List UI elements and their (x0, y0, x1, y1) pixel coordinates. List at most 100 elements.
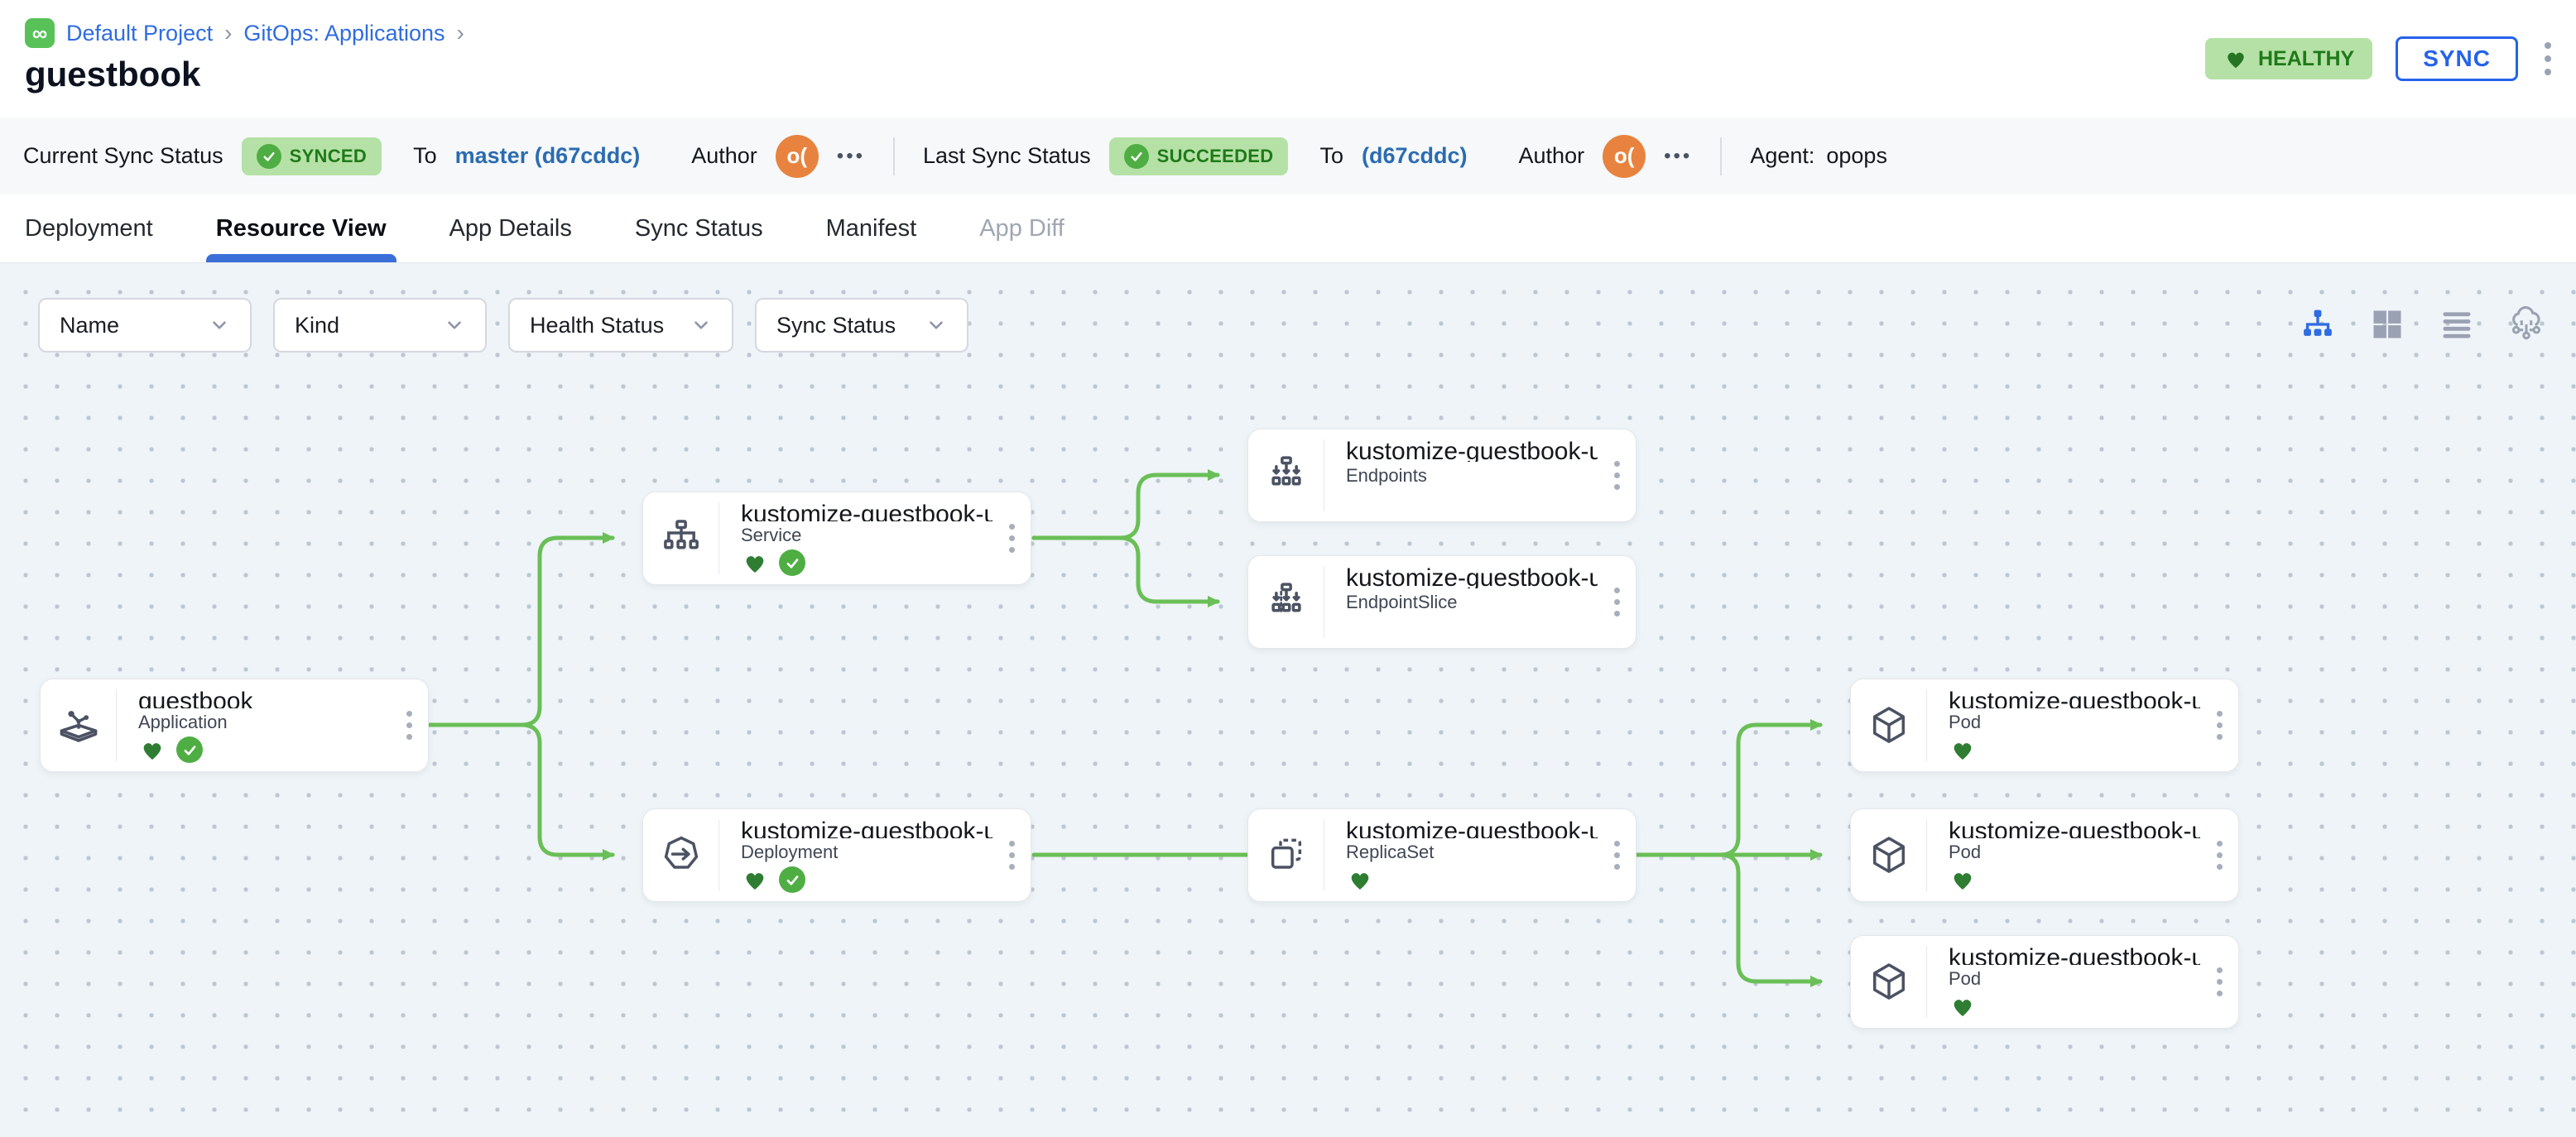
tab-resource-view[interactable]: Resource View (205, 194, 396, 262)
divider (1720, 137, 1723, 175)
node-kebab-menu-icon[interactable] (1598, 429, 1636, 521)
last-commit-link[interactable]: (d67cddc) (1362, 143, 1468, 168)
breadcrumb-project-link[interactable]: Default Project (66, 20, 214, 46)
pod-icon (1851, 689, 1927, 761)
tab-deployment[interactable]: Deployment (25, 214, 153, 242)
node-kebab-menu-icon[interactable] (992, 809, 1031, 901)
synced-check-icon (779, 549, 805, 576)
author-label: Author (1518, 143, 1585, 168)
node-kebab-menu-icon[interactable] (390, 679, 428, 771)
node-kind: EndpointSlice (1346, 591, 1458, 612)
node-endpointslice[interactable]: kustomize-guestbook-ui-... EndpointSlice (1247, 555, 1636, 649)
heart-icon (2228, 52, 2244, 69)
node-kebab-menu-icon[interactable] (2200, 809, 2238, 901)
endpointslice-icon (1248, 566, 1324, 638)
tree-view-icon[interactable] (2298, 305, 2338, 344)
synced-check-icon (176, 736, 203, 763)
agent-label: Agent: (1750, 143, 1815, 168)
breadcrumb-section-link[interactable]: GitOps: Applications (243, 20, 445, 46)
node-kind: ReplicaSet (1346, 842, 1435, 862)
service-icon (643, 502, 719, 574)
node-kind: Pod (1949, 968, 1982, 989)
tabs-bar: Deployment Resource View App Details Syn… (0, 194, 2576, 263)
filter-bar: Name Kind Health Status Sync Status (38, 298, 968, 353)
healthy-heart-icon (143, 743, 161, 760)
breadcrumb-separator: › (224, 20, 233, 46)
tab-app-diff[interactable]: App Diff (979, 214, 1065, 242)
grid-view-icon[interactable] (2367, 305, 2407, 344)
node-kind: Application (138, 712, 228, 732)
tab-app-details[interactable]: App Details (449, 214, 572, 242)
endpoints-icon (1248, 439, 1324, 511)
healthy-heart-icon (1954, 873, 1972, 890)
succeeded-badge: SUCCEEDED (1108, 137, 1289, 175)
node-pod-3[interactable]: kustomize-guestbook-ui-... Pod (1850, 935, 2239, 1029)
current-sync-label: Current Sync Status (23, 143, 223, 168)
chevron-down-icon (213, 321, 226, 329)
commit-message-more-icon[interactable]: ••• (1664, 144, 1693, 167)
page-title: guestbook (25, 55, 201, 94)
last-sync-label: Last Sync Status (923, 143, 1091, 168)
healthy-heart-icon (1954, 1000, 1972, 1016)
synced-badge: SYNCED (241, 137, 382, 175)
node-pod-2[interactable]: kustomize-guestbook-ui-... Pod (1850, 808, 2239, 902)
node-title: guestbook (138, 688, 253, 708)
node-kind: Deployment (741, 842, 839, 862)
node-pod-1[interactable]: kustomize-guestbook-ui-... Pod (1850, 679, 2239, 772)
synced-check-icon (779, 866, 805, 893)
breadcrumb: ∞ Default Project › GitOps: Applications… (25, 18, 464, 48)
to-label: To (1319, 143, 1343, 168)
check-icon (256, 143, 281, 169)
gitops-logo-icon: ∞ (25, 18, 55, 48)
header-kebab-menu-icon[interactable] (2541, 37, 2554, 80)
node-kebab-menu-icon[interactable] (1598, 556, 1636, 648)
filter-sync-status-dropdown[interactable]: Sync Status (755, 298, 968, 353)
node-title: kustomize-guestbook-ui (1346, 438, 1598, 462)
chevron-down-icon (930, 321, 943, 329)
node-kebab-menu-icon[interactable] (2200, 936, 2238, 1028)
node-kebab-menu-icon[interactable] (992, 492, 1031, 584)
sync-status-bar: Current Sync Status SYNCED To master (d6… (0, 118, 2576, 194)
sync-button[interactable]: SYNC (2396, 36, 2518, 81)
tab-manifest[interactable]: Manifest (825, 214, 917, 242)
cluster-view-icon[interactable] (2506, 305, 2546, 344)
chevron-down-icon (448, 321, 461, 329)
healthy-heart-icon (1954, 743, 1972, 760)
author-avatar: o( (775, 134, 819, 178)
node-service[interactable]: kustomize-guestbook-ui Service (642, 492, 1031, 585)
commit-message-more-icon[interactable]: ••• (836, 144, 866, 167)
node-application-guestbook[interactable]: guestbook Application (40, 679, 429, 772)
node-replicaset[interactable]: kustomize-guestbook-ui-... ReplicaSet (1247, 808, 1636, 902)
filter-kind-dropdown[interactable]: Kind (273, 298, 487, 353)
node-kind: Pod (1949, 712, 1982, 732)
check-icon (1123, 143, 1149, 169)
node-title: kustomize-guestbook-ui-... (1949, 818, 2200, 838)
node-kebab-menu-icon[interactable] (2200, 679, 2238, 771)
pod-icon (1851, 819, 1927, 891)
current-commit-link[interactable]: master (d67cddc) (454, 143, 641, 168)
node-title: kustomize-guestbook-ui-... (1949, 944, 2200, 965)
health-status-badge: HEALTHY (2205, 38, 2373, 79)
tab-sync-status[interactable]: Sync Status (634, 214, 763, 242)
node-title: kustomize-guestbook-ui-... (1346, 564, 1598, 588)
agent-value: opops (1826, 143, 1887, 168)
node-deployment[interactable]: kustomize-guestbook-ui Deployment (642, 808, 1031, 902)
author-avatar: o( (1603, 134, 1646, 178)
healthy-heart-icon (746, 873, 764, 890)
node-kebab-menu-icon[interactable] (1598, 809, 1636, 901)
view-mode-switcher (2298, 305, 2546, 344)
filter-name-dropdown[interactable]: Name (38, 298, 252, 353)
to-label: To (413, 143, 437, 168)
filter-health-status-dropdown[interactable]: Health Status (508, 298, 733, 353)
breadcrumb-separator: › (456, 20, 464, 46)
app-header: ∞ Default Project › GitOps: Applications… (0, 0, 2576, 118)
replicaset-icon (1248, 819, 1324, 891)
node-title: kustomize-guestbook-ui-... (1949, 688, 2200, 708)
node-endpoints[interactable]: kustomize-guestbook-ui Endpoints (1247, 429, 1636, 522)
resource-tree-canvas: Name Kind Health Status Sync Status (0, 263, 2576, 1137)
list-view-icon[interactable] (2437, 305, 2477, 344)
application-icon (41, 689, 117, 761)
node-title: kustomize-guestbook-ui (741, 818, 992, 838)
healthy-heart-icon (746, 556, 764, 573)
divider (893, 137, 896, 175)
